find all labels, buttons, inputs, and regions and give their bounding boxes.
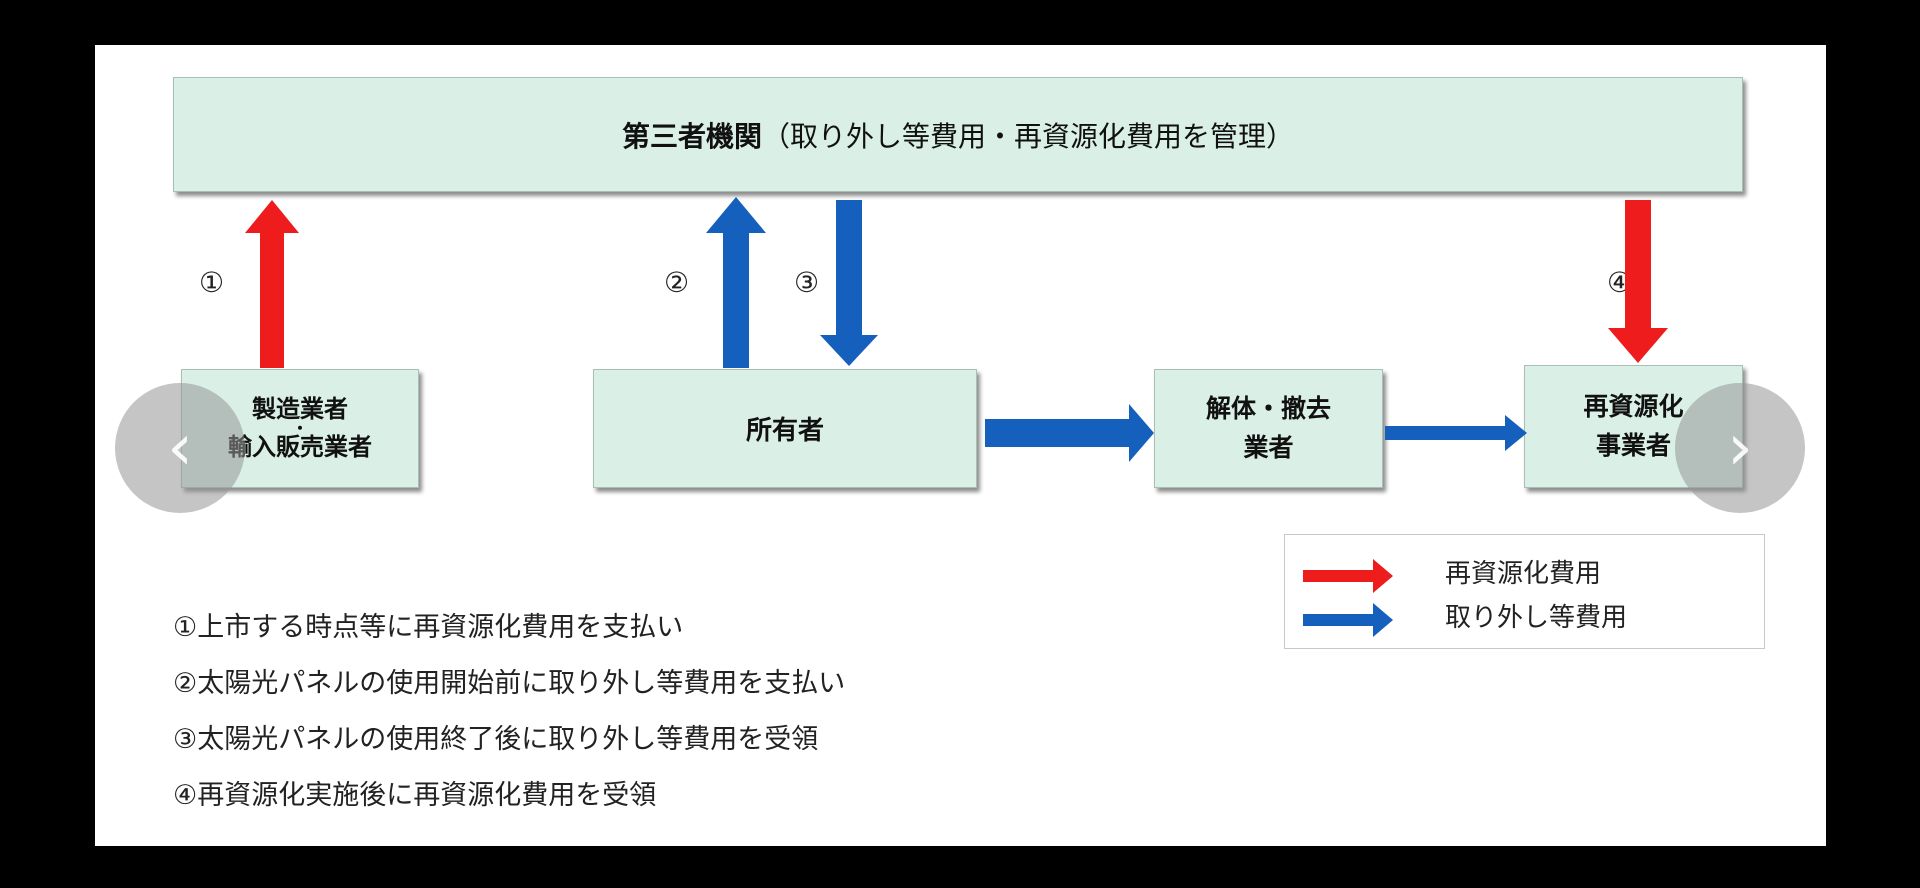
note-item-2: ②太陽光パネルの使用開始前に取り外し等費用を支払い (173, 668, 846, 699)
manufacturer-label: 製造業者 (252, 395, 348, 424)
third-party-title: 第三者機関 (621, 119, 762, 153)
chevron-left-icon: ‹ (167, 411, 193, 485)
slide: 第三者機関（取り外し等費用・再資源化費用を管理） 製造業者 ・ 輸入販売業者 所… (95, 45, 1826, 846)
notes-list: ①上市する時点等に再資源化費用を支払い ②太陽光パネルの使用開始前に取り外し等費… (173, 600, 845, 824)
demolition-label-line2: 業者 (1243, 432, 1294, 462)
owner-label: 所有者 (745, 416, 824, 446)
arrow-1-red-up (245, 200, 299, 368)
note-item-3: ③太陽光パネルの使用終了後に取り外し等費用を受領 (173, 724, 819, 755)
legend: 再資源化費用 取り外し等費用 (1284, 534, 1765, 649)
demolition-contractor-box: 解体・撤去 業者 (1154, 369, 1383, 488)
arrow-owner-to-demolition (985, 404, 1154, 462)
carousel-next-button[interactable]: › (1675, 383, 1805, 513)
demolition-label-line1: 解体・撤去 (1205, 393, 1331, 423)
third-party-subtitle: （取り外し等費用・再資源化費用を管理） (762, 119, 1295, 153)
recycler-label-line2: 事業者 (1595, 430, 1671, 460)
step-number-2: ② (664, 266, 690, 299)
legend-label-removal-cost: 取り外し等費用 (1445, 603, 1628, 633)
arrow-4-red-down (1608, 200, 1668, 363)
importer-label: 輸入販売業者 (228, 433, 372, 462)
flow-arrows (245, 197, 1668, 462)
owner-box: 所有者 (593, 369, 977, 488)
legend-label-recycling-cost: 再資源化費用 (1445, 559, 1602, 589)
arrow-demolition-to-recycler (1385, 415, 1527, 451)
third-party-organization-box: 第三者機関（取り外し等費用・再資源化費用を管理） (173, 77, 1743, 192)
carousel-prev-button[interactable]: ‹ (115, 383, 245, 513)
manufacturer-separator: ・ (291, 418, 308, 438)
arrow-2-blue-up (706, 197, 766, 368)
legend-blue-arrow (1303, 603, 1393, 637)
step-number-3: ③ (794, 266, 820, 299)
arrow-3-blue-down (820, 200, 878, 366)
legend-red-arrow (1303, 559, 1393, 593)
legend-swatches (1303, 559, 1393, 637)
note-item-1: ①上市する時点等に再資源化費用を支払い (173, 612, 684, 643)
step-number-1: ① (199, 266, 225, 299)
note-item-4: ④再資源化実施後に再資源化費用を受領 (173, 780, 657, 811)
chevron-right-icon: › (1727, 411, 1753, 485)
recycler-label-line1: 再資源化 (1583, 391, 1684, 421)
